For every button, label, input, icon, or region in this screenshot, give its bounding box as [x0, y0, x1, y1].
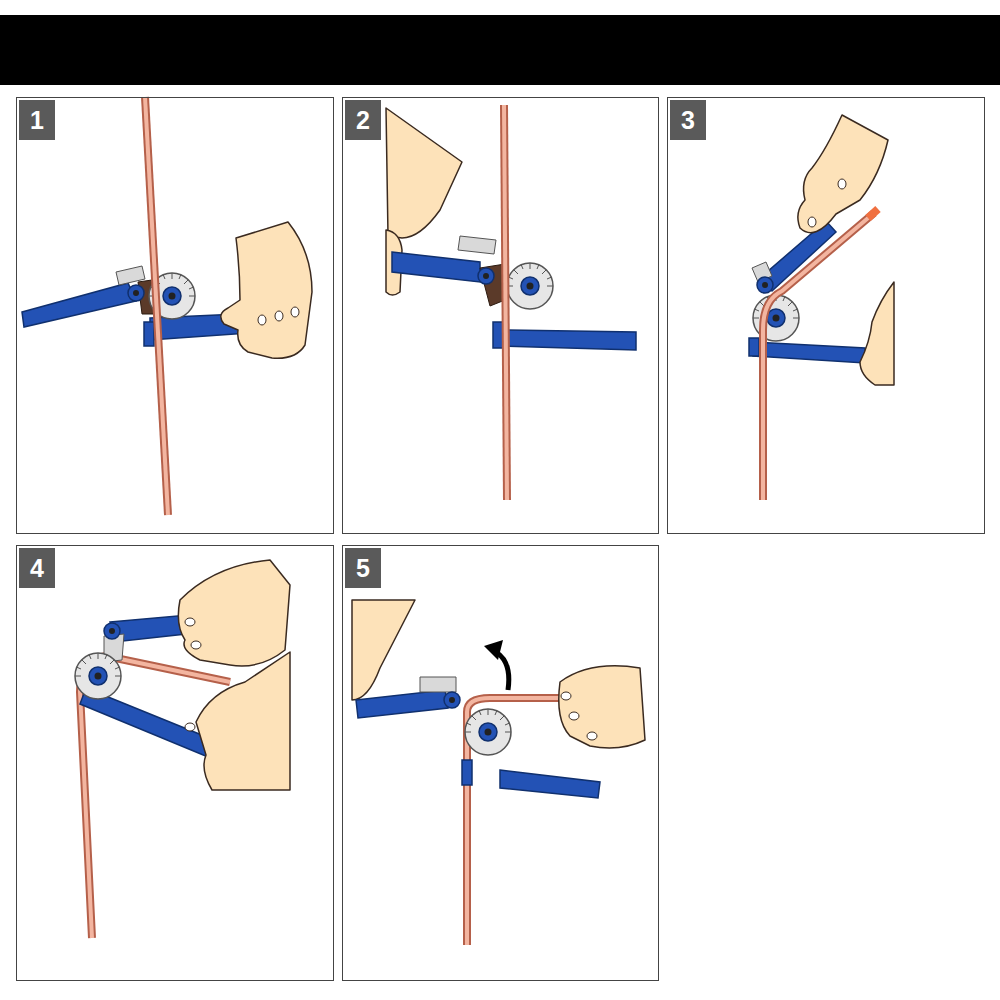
header-bar — [0, 15, 1000, 85]
bender-tool-part — [420, 677, 456, 692]
bender-tool-part — [493, 322, 503, 348]
hand-part — [386, 108, 462, 238]
step-number: 1 — [30, 106, 44, 135]
hand-part — [178, 560, 290, 666]
hand-part — [587, 732, 597, 740]
hand-part — [275, 311, 283, 321]
bender-tool-part — [109, 628, 115, 634]
bender-tool-part — [753, 342, 865, 363]
bender-tool-part — [483, 273, 489, 279]
copper-tube-part — [763, 213, 874, 500]
step-badge: 1 — [19, 100, 55, 140]
copper-tube-part — [868, 209, 878, 218]
bender-tool — [356, 677, 600, 798]
bender-tool-part — [356, 690, 448, 718]
motion-arrow-part — [484, 640, 503, 660]
hand-part — [191, 641, 201, 649]
bender-tool-part — [500, 330, 636, 350]
copper-tube-part — [504, 105, 507, 500]
copper-tube-part — [763, 213, 874, 500]
bender-tool-part — [757, 277, 773, 293]
hand — [559, 666, 645, 748]
step-number: 4 — [30, 554, 44, 583]
bender-tool-part — [478, 268, 494, 284]
bender-tool-part — [22, 283, 136, 327]
bender-tool-part — [133, 290, 139, 296]
step-badge: 4 — [19, 548, 55, 588]
copper-tube-part — [145, 97, 168, 515]
hand-part — [291, 307, 299, 317]
step-panel: 1 — [16, 97, 334, 534]
step-badge: 5 — [345, 548, 381, 588]
bender-tool-part — [104, 623, 120, 639]
bender-tool-part — [465, 709, 511, 755]
bender-tool-part — [392, 252, 480, 282]
hand-part — [196, 652, 290, 790]
bender-tool-part — [507, 263, 553, 309]
bender-tool-part — [762, 282, 768, 288]
hand-part — [860, 282, 894, 385]
hand-part — [221, 222, 312, 358]
copper-tube — [145, 97, 168, 515]
hand — [352, 600, 415, 700]
hand-part — [185, 723, 195, 731]
bender-tool-part — [749, 338, 759, 356]
hand-part — [559, 666, 645, 748]
hand-part — [798, 115, 888, 233]
hand — [221, 222, 312, 358]
hand-part — [569, 712, 579, 720]
hand — [178, 560, 290, 790]
bender-tool-part — [458, 236, 496, 254]
step-badge: 2 — [345, 100, 381, 140]
bender-tool-part — [444, 692, 460, 708]
copper-tube — [504, 105, 507, 500]
step-panel: 3 — [667, 97, 985, 534]
step-number: 5 — [356, 554, 370, 583]
hand-part — [838, 179, 846, 189]
copper-tube — [763, 209, 878, 500]
bender-tool-part — [75, 653, 121, 699]
step-panel: 2 — [342, 97, 659, 534]
hand — [798, 115, 894, 385]
hand-part — [258, 315, 266, 325]
bender-tool-part — [500, 770, 600, 798]
bender-tool — [392, 236, 636, 350]
hand-part — [561, 692, 571, 700]
hand-part — [185, 618, 195, 626]
bender-tool — [22, 266, 263, 346]
motion-arrow — [484, 640, 509, 690]
step-number: 2 — [356, 106, 370, 135]
copper-tube-part — [145, 97, 168, 515]
step-panel: 5 — [342, 545, 659, 981]
hand-part — [352, 600, 415, 700]
bender-tool-part — [144, 322, 154, 346]
hand-part — [808, 217, 816, 227]
step-number: 3 — [681, 106, 695, 135]
bender-tool-part — [128, 285, 144, 301]
bender-tool-part — [462, 760, 472, 785]
step-panel: 4 — [16, 545, 334, 981]
bender-tool-part — [449, 697, 455, 703]
step-badge: 3 — [670, 100, 706, 140]
copper-tube-part — [504, 105, 507, 500]
